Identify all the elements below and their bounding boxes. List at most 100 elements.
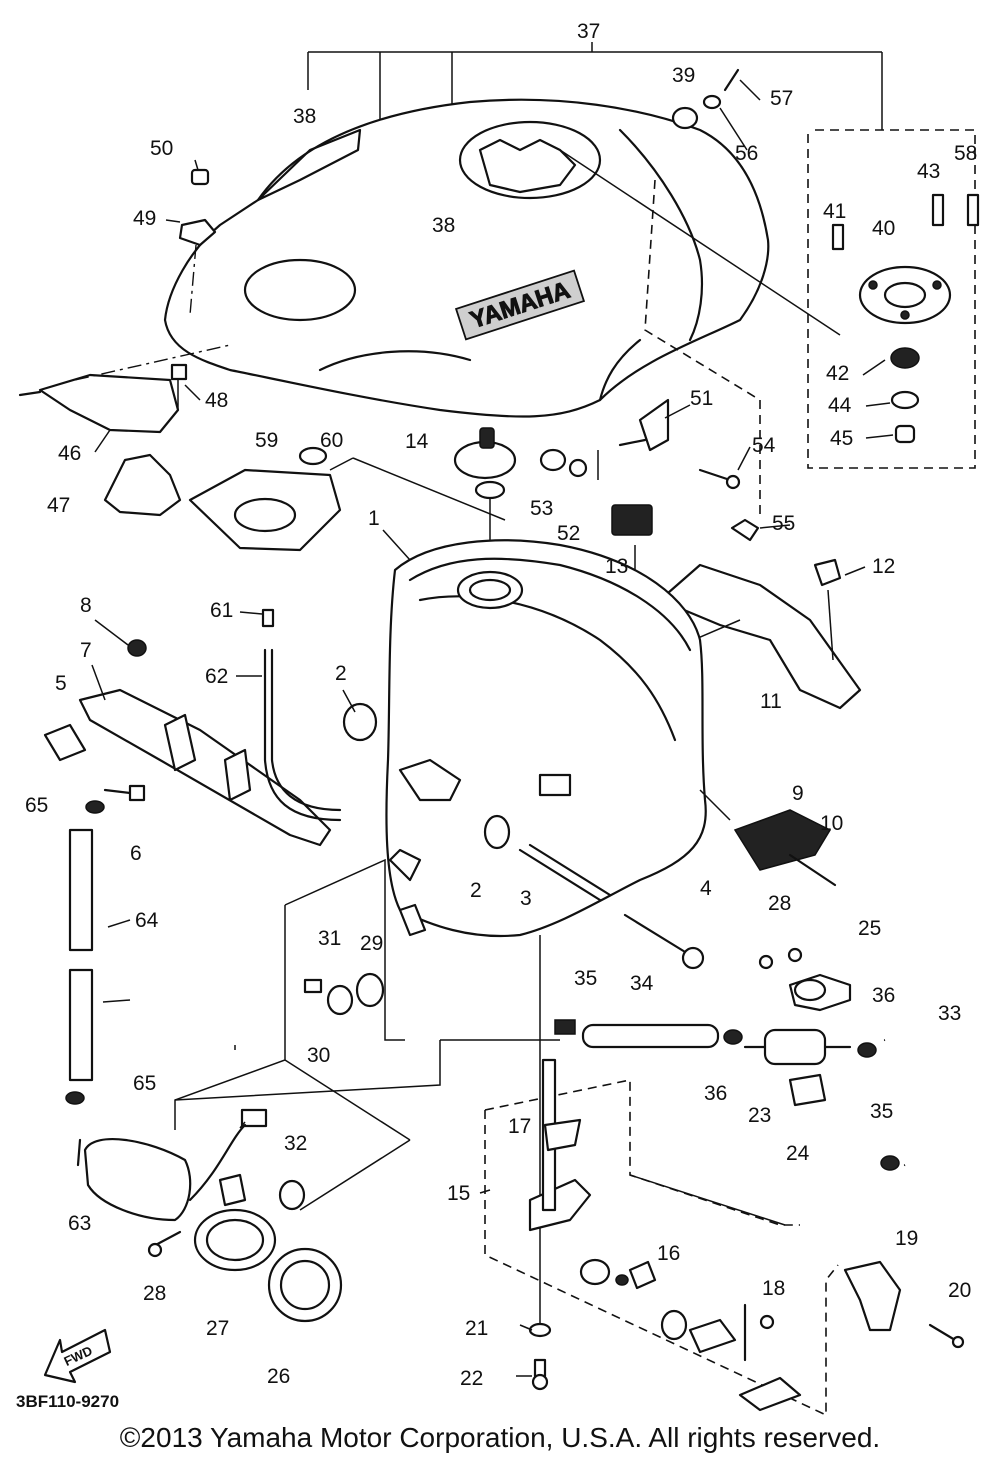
part-label: 58 [954, 142, 977, 165]
part-label: 5 [55, 672, 67, 695]
bracket-11 [658, 518, 862, 710]
part-label: 56 [735, 142, 758, 165]
part-label: 23 [748, 1104, 771, 1127]
part-label: 42 [826, 362, 849, 385]
part-label: 2 [335, 662, 347, 685]
part-label: 12 [872, 555, 895, 578]
part-label: 36 [704, 1082, 727, 1105]
band-27 [147, 1173, 277, 1272]
part-label: 39 [672, 64, 695, 87]
fuel-tank [385, 539, 707, 1325]
hose-62 [261, 608, 342, 822]
part-label: 61 [210, 599, 233, 622]
part-label: 34 [630, 972, 654, 995]
part-label: 54 [752, 434, 776, 457]
part-label: 45 [830, 427, 853, 450]
part-label: 7 [80, 639, 92, 662]
cap-assembly-group [807, 129, 980, 469]
part-label: 6 [130, 842, 142, 865]
part-label: 62 [205, 665, 228, 688]
hose-34 [554, 1019, 743, 1049]
part-label: 3 [520, 887, 532, 910]
part-label: 15 [447, 1182, 470, 1205]
part-label: 48 [205, 389, 228, 412]
part-label: 33 [938, 1002, 961, 1025]
part-label: 14 [405, 430, 429, 453]
fitting-29-31 [303, 972, 385, 1016]
leader-lines [91, 79, 894, 1377]
part-label: 36 [872, 984, 895, 1007]
part-label: 52 [557, 522, 580, 545]
vent-group [644, 68, 761, 520]
part-label: 37 [577, 20, 600, 43]
diagram-code: 3BF110-9270 [16, 1392, 120, 1411]
part-label: 43 [917, 160, 940, 183]
pump-dashed-outline [174, 858, 560, 1211]
tank-cover [163, 98, 841, 418]
fuel-pump-63 [76, 1108, 268, 1222]
gasket-59 [188, 446, 506, 552]
copyright-notice: ©2013 Yamaha Motor Corporation, U.S.A. A… [119, 1422, 881, 1453]
part-label: 47 [47, 494, 70, 517]
part-label: 19 [895, 1227, 918, 1250]
part-label: 16 [657, 1242, 680, 1265]
part-label: 55 [772, 512, 795, 535]
part-label: 18 [762, 1277, 785, 1300]
part-label: 64 [135, 909, 159, 932]
part-label: 21 [465, 1317, 488, 1340]
part-label: 65 [133, 1072, 156, 1095]
part-label: 1 [368, 507, 380, 530]
part-label: 51 [690, 387, 713, 410]
part-label: 35 [870, 1100, 893, 1123]
part-label: 63 [68, 1212, 91, 1235]
part-label: 26 [267, 1365, 290, 1388]
part-label: 27 [206, 1317, 229, 1340]
part-label: 60 [320, 429, 343, 452]
part-label: 38 [432, 214, 455, 237]
part-label: 4 [700, 877, 712, 900]
left-bracket [43, 639, 332, 847]
part-label: 17 [508, 1115, 531, 1138]
part-label: 44 [828, 394, 852, 417]
part-label: 30 [307, 1044, 330, 1067]
bracket-51 [618, 398, 741, 490]
filter-23 [743, 1028, 852, 1107]
part-label: 41 [823, 200, 846, 223]
valve-19 [843, 1260, 965, 1349]
part-label: 2 [470, 879, 482, 902]
fuel-cock-group [484, 1058, 839, 1417]
part-label: 28 [143, 1282, 166, 1305]
part-label: 9 [792, 782, 804, 805]
part-label: 29 [360, 932, 383, 955]
upper-left-parts [18, 168, 231, 517]
part-label: 50 [150, 137, 173, 160]
bracket-9 [699, 789, 837, 887]
hose-33 [857, 1032, 961, 1171]
filter-26 [267, 1247, 343, 1323]
part-label: 31 [318, 927, 341, 950]
part-label: 65 [25, 794, 48, 817]
part-label: 46 [58, 442, 81, 465]
part-label: 11 [760, 690, 782, 713]
clips-65 [65, 1091, 85, 1105]
part-label: 40 [872, 217, 895, 240]
part-label: 49 [133, 207, 156, 230]
part-label: 13 [605, 555, 628, 578]
part-label: 20 [948, 1279, 971, 1302]
part-label: 25 [858, 917, 881, 940]
part-label: 24 [786, 1142, 810, 1165]
part-label: 38 [293, 105, 316, 128]
hose-64 [68, 828, 94, 1082]
part-label: 35 [574, 967, 597, 990]
part-label: 22 [460, 1367, 483, 1390]
part-label: 57 [770, 87, 793, 110]
grommets-52-53 [539, 448, 599, 480]
grommet-32 [278, 1179, 306, 1211]
bolts-2-4 [342, 702, 705, 970]
part-label: 53 [530, 497, 553, 520]
part-label: 10 [820, 812, 843, 835]
cap-14 [453, 427, 517, 580]
part-label: 8 [80, 594, 92, 617]
fwd-arrow: FWD [43, 1328, 112, 1384]
